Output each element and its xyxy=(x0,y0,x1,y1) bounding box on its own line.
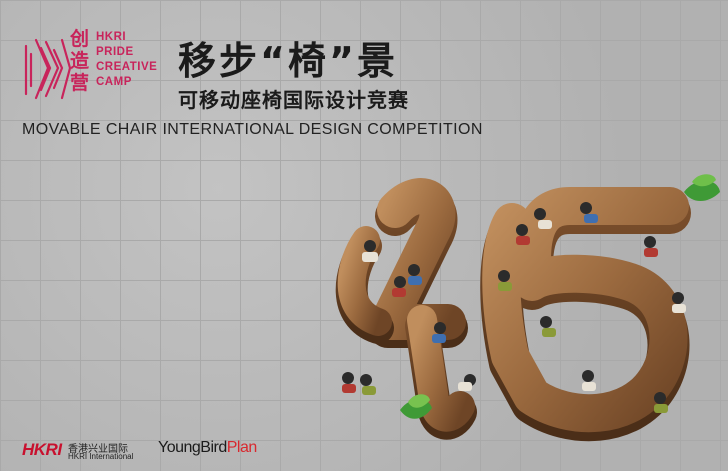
sponsor-cn-name: 香港兴业国际 xyxy=(68,444,128,455)
bench-digit-four xyxy=(335,178,477,440)
page-subtitle: 可移动座椅国际设计竞赛 xyxy=(178,88,409,112)
english-title: MOVABLE CHAIR INTERNATIONAL DESIGN COMPE… xyxy=(22,121,483,138)
leaf-top-right xyxy=(684,174,720,201)
logo-chinese-text: 创 造 营 xyxy=(70,28,90,94)
logo-en-line: CREATIVE xyxy=(96,61,158,73)
sponsor-en-name: HKRI International xyxy=(68,452,134,461)
partner-name-a: YoungBird xyxy=(158,439,227,456)
logo-en-line: HKRI xyxy=(96,31,127,43)
logo-cn-char: 创 xyxy=(70,28,90,50)
partner-name-b: Plan xyxy=(226,439,258,456)
seated-people xyxy=(342,202,686,413)
logo-en-line: CAMP xyxy=(96,76,132,88)
leaf-bottom xyxy=(400,394,432,419)
logo-cn-char: 营 xyxy=(70,72,90,94)
bench-45-artwork xyxy=(335,174,720,442)
logo-en-line: PRIDE xyxy=(96,46,134,58)
logo-cn-char: 造 xyxy=(70,50,90,72)
logo-english-text: HKRI PRIDE CREATIVE CAMP xyxy=(96,30,158,90)
youngbird-plan-logo: YoungBirdPlan xyxy=(158,439,257,457)
page-title: 移步“椅”景 xyxy=(178,39,398,83)
hkri-mark: HKRI xyxy=(22,440,62,459)
bench-digit-five xyxy=(480,187,691,442)
creative-camp-logo-icon xyxy=(24,38,72,100)
